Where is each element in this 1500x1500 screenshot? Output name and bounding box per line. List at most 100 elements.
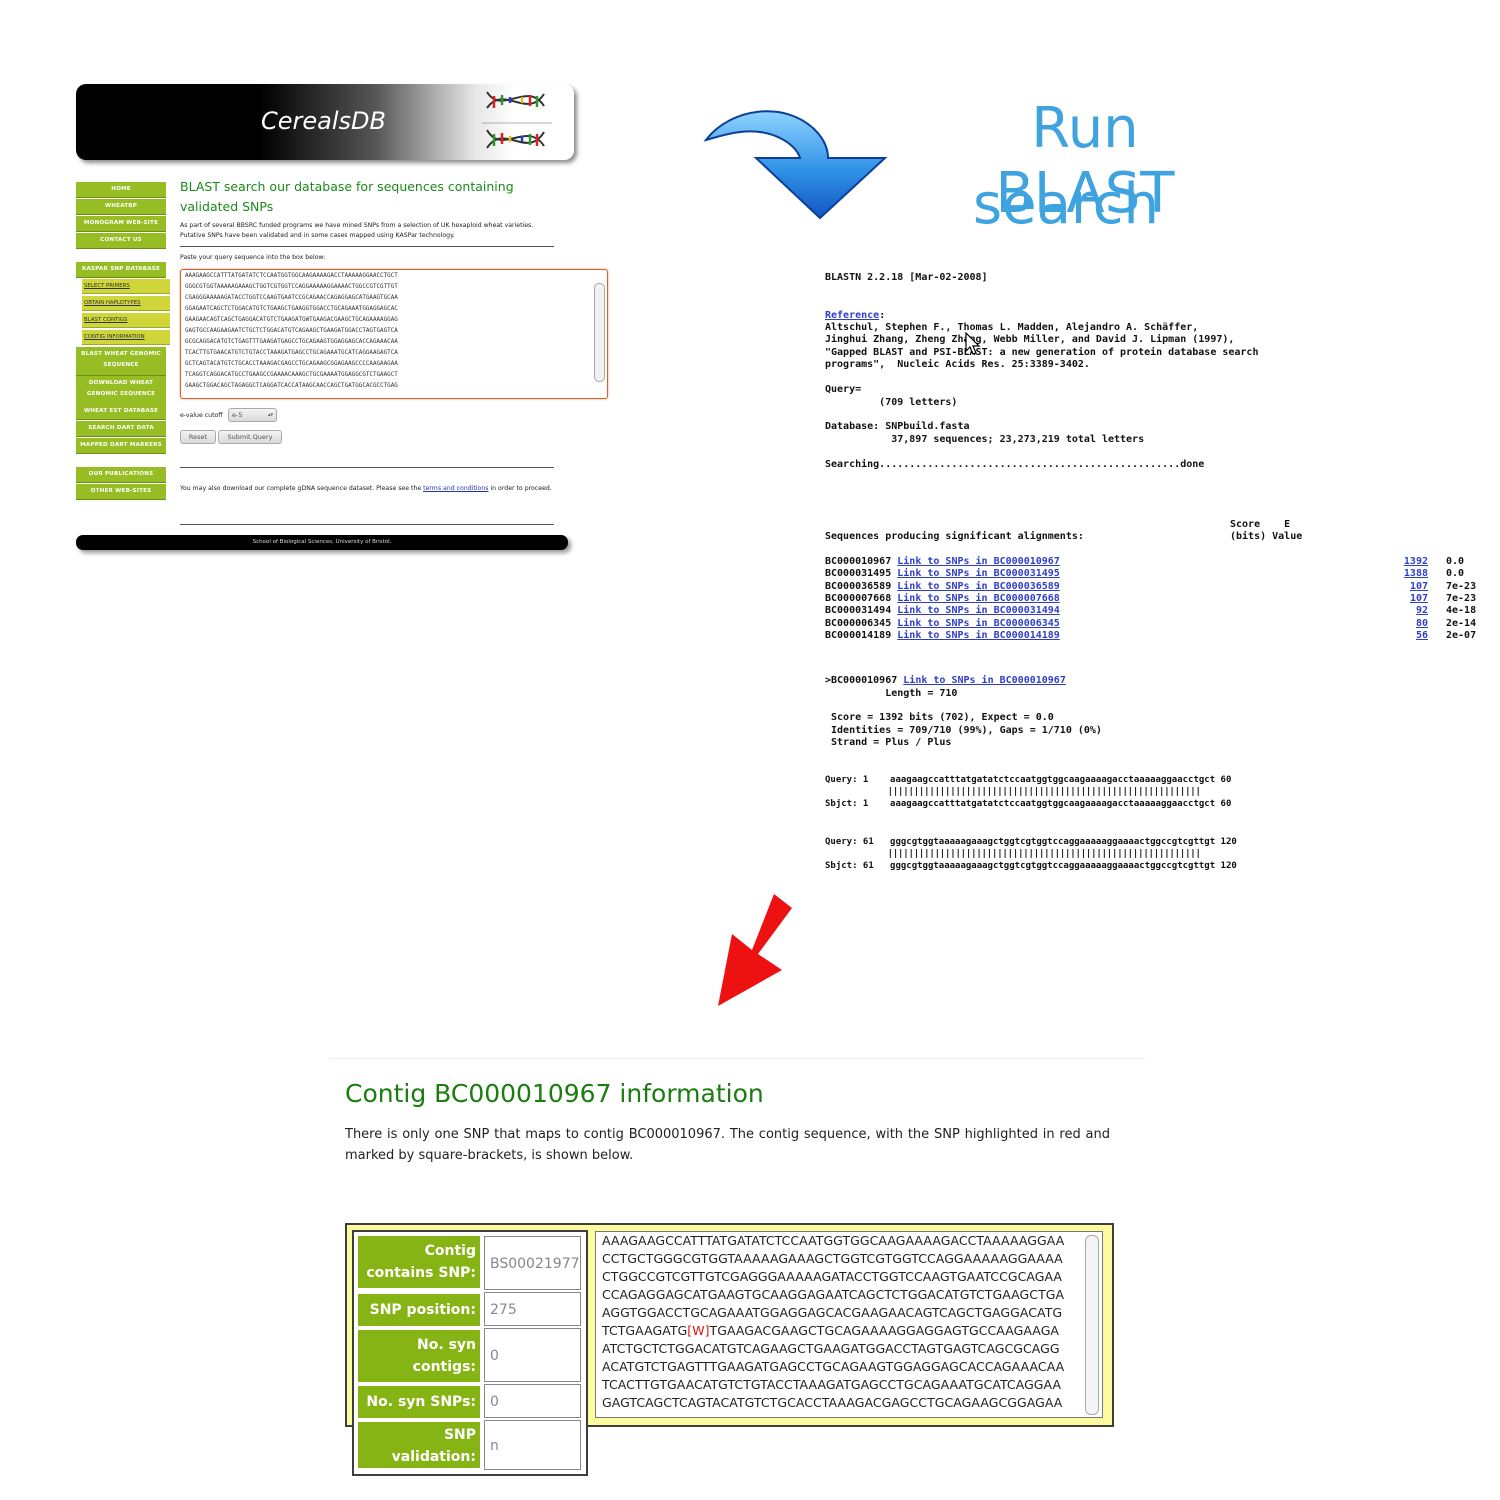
contig-sequence-box[interactable]: AAAGAAGCCATTTATGATATCTCCAATGGTGGCAAGAAAA…	[595, 1231, 1103, 1418]
query-line: AAAGAAGCCATTTATGATATCTCCAATGGTGGCAAGAAAA…	[185, 273, 398, 279]
query-line: GGAGAATCAGCTCTGGACATGTCTGAAGCTGAAGGTGGAC…	[185, 306, 398, 312]
hit-score: 92	[1380, 605, 1428, 616]
snp-info-table: Contig contains SNP: BS00021977 SNP posi…	[352, 1230, 588, 1476]
terms-link[interactable]: terms and conditions	[423, 485, 489, 492]
hit-link[interactable]: Link to SNPs in BC000006345	[897, 618, 1060, 629]
hit-score-link[interactable]: 107	[1409, 581, 1428, 592]
hit-link[interactable]: Link to SNPs in BC000010967	[897, 556, 1060, 567]
value-no-syn-snps: 0	[484, 1384, 581, 1418]
subnav-select-primers[interactable]: SELECT PRIMERS	[82, 279, 170, 294]
nav-kaspar-snp-database[interactable]: KASPAR SNP DATABASE	[76, 262, 166, 278]
nav-contact[interactable]: CONTACT US	[76, 233, 166, 249]
label-no-syn-contigs: No. syn contigs:	[358, 1330, 480, 1382]
reference-text: Jinghui Zhang, Zheng Zhang, Webb Miller,…	[825, 334, 1235, 345]
alignment-score: Score = 1392 bits (702), Expect = 0.0	[825, 712, 1054, 723]
query-line: GAAGAACAGTCAGCTGAGGACATGTCTGAAGATGWTGAAG…	[185, 317, 398, 323]
evalue-value: e-5	[232, 411, 243, 419]
download-text-after: in order to proceed.	[490, 485, 552, 492]
hit-score-link[interactable]: 1388	[1403, 568, 1428, 579]
hit-row: BC000031495 Link to SNPs in BC000031495	[825, 568, 1060, 579]
hit-link[interactable]: Link to SNPs in BC000036589	[897, 581, 1060, 592]
divider	[180, 524, 554, 525]
nav-publications[interactable]: OUR PUBLICATIONS	[76, 467, 166, 483]
step-title-line1: Run BLAST	[995, 96, 1175, 226]
hit-link[interactable]: Link to SNPs in BC000007668	[897, 593, 1060, 604]
subnav-blast-contigs[interactable]: BLAST CONTIGS	[82, 313, 170, 328]
query-line: GAGTGCCAAGAAGAATCTGCTCTGGACATGTCAGAAGCTG…	[185, 328, 398, 334]
query-line: TCACTTGTGAACATGTCTGTACCTAAAGATGAGCCTGCAG…	[185, 350, 398, 356]
nav-blast-wheat-genomic[interactable]: BLAST WHEAT GENOMIC SEQUENCE	[76, 347, 166, 376]
reset-button[interactable]: Reset	[180, 430, 216, 444]
hit-link[interactable]: Link to SNPs in BC000031494	[897, 605, 1060, 616]
hit-row: BC000036589 Link to SNPs in BC000036589	[825, 581, 1060, 592]
value-snp-position: 275	[484, 1292, 581, 1326]
blast-version: BLASTN 2.2.18 [Mar-02-2008]	[825, 272, 988, 283]
subnav-obtain-haplotypes[interactable]: OBTAIN HAPLOTYPES	[82, 296, 170, 311]
hit-score-link[interactable]: 1392	[1403, 556, 1428, 567]
sequence-line: AAAGAAGCCATTTATGATATCTCCAATGGTGGCAAGAAAA…	[602, 1233, 1065, 1248]
sequence-line: TCACTTGTGAACATGTCTGTACCTAAAGATGAGCCTGCAG…	[602, 1377, 1062, 1392]
query-line: TCAGGTCAGGACATGCCTGAAGCCGAAAACAAAGCTGCGA…	[185, 372, 398, 378]
nav-search-dart[interactable]: SEARCH DART DATA	[76, 421, 166, 437]
hit-score-link[interactable]: 56	[1415, 630, 1428, 641]
submit-query-button[interactable]: Submit Query	[218, 430, 282, 444]
alignment-strand: Strand = Plus / Plus	[825, 737, 952, 748]
textarea-scrollbar[interactable]	[594, 283, 605, 382]
hit-score-link[interactable]: 80	[1415, 618, 1428, 629]
hit-evalue: 0.0	[1446, 568, 1465, 579]
hit-row: BC000007668 Link to SNPs in BC000007668	[825, 593, 1060, 604]
hit-evalue: 0.0	[1446, 556, 1465, 567]
database-stats: 37,897 sequences; 23,273,219 total lette…	[825, 434, 1145, 445]
query-line: GCTCAGTACATGTCTGCACCTAAAGACGAGCCTGCAGAAG…	[185, 361, 398, 367]
hit-link[interactable]: Link to SNPs in BC000031495	[897, 568, 1060, 579]
hit-score-link[interactable]: 107	[1409, 593, 1428, 604]
hit-id: BC000010967	[825, 556, 892, 567]
nav-other-websites[interactable]: OTHER WEB-SITES	[76, 484, 166, 500]
nav-monogram[interactable]: MONOGRAM WEB-SITE	[76, 216, 166, 232]
contig-title: Contig BC000010967 information	[345, 1079, 764, 1108]
sequence-scrollbar[interactable]	[1085, 1235, 1099, 1415]
sequence-line: ATCTGCTCTGGACATGTCAGAAGCTGAAGATGGACCTAGT…	[602, 1341, 1060, 1356]
subnav-contig-information[interactable]: CONTIG INFORMATION	[82, 330, 170, 345]
nav-home[interactable]: HOME	[76, 182, 166, 198]
sequence-line: CTGGCCGTCGTTGTCGAGGGAAAAAGATACCTGGTCCAAG…	[602, 1269, 1063, 1284]
alignment-identities: Identities = 709/710 (99%), Gaps = 1/710…	[825, 725, 1102, 736]
query-sequence-textarea[interactable]: AAAGAAGCCATTTATGATATCTCCAATGGTGGCAAGAAAA…	[180, 269, 608, 399]
hit-link[interactable]: Link to SNPs in BC000014189	[897, 630, 1060, 641]
hit-score-link[interactable]: 92	[1415, 605, 1428, 616]
evalue-select[interactable]: e-5 ▴▾	[228, 408, 277, 422]
alignment-link[interactable]: Link to SNPs in BC000010967	[903, 675, 1066, 686]
hit-score: 107	[1380, 581, 1428, 592]
hit-evalue: 4e-18	[1446, 605, 1477, 616]
paste-label: Paste your query sequence into the box b…	[180, 254, 326, 261]
alignment-length: Length = 710	[825, 688, 958, 699]
value-contig-contains-snp: BS00021977	[484, 1236, 581, 1290]
nav-wheatbp[interactable]: WHEATBP	[76, 199, 166, 215]
hit-evalue: 7e-23	[1446, 593, 1477, 604]
hit-id: BC000007668	[825, 593, 892, 604]
reference-text: programs", Nucleic Acids Res. 25:3389-34…	[825, 359, 1090, 370]
nav-wheat-est[interactable]: WHEAT EST DATABASE	[76, 404, 166, 420]
hit-score: 56	[1380, 630, 1428, 641]
step-title-line2: search	[972, 172, 1160, 237]
reference-link[interactable]: Reference	[825, 310, 880, 321]
sequence-fragment: TCTGAAGATG	[602, 1323, 688, 1338]
hit-id: BC000031495	[825, 568, 892, 579]
label-snp-validation: SNP validation:	[358, 1422, 480, 1468]
label-snp-position: SNP position:	[358, 1294, 480, 1326]
value-no-syn-contigs: 0	[484, 1328, 581, 1382]
nav-mapped-dart[interactable]: MAPPED DART MARKERS	[76, 438, 166, 454]
label-no-syn-snps: No. syn SNPs:	[358, 1386, 480, 1418]
hit-id: BC000031494	[825, 605, 892, 616]
sequence-line-with-snp: TCTGAAGATG[W]TGAAGACGAAGCTGCAGAAAAGGAGGA…	[602, 1323, 1059, 1338]
query-label: Query=	[825, 384, 862, 395]
hit-id: BC000006345	[825, 618, 892, 629]
cerealsdb-banner: CerealsDB	[76, 84, 574, 160]
curved-arrow-icon	[703, 110, 888, 220]
producing-alignments-label: Sequences producing significant alignmen…	[825, 531, 1084, 542]
alignment-query: Query: 61 gggcgtggtaaaaagaaagctggtcgtggt…	[825, 837, 1237, 847]
red-arrow-icon	[718, 894, 792, 1006]
nav-download-wheat-genomic[interactable]: DOWNLOAD WHEAT GENOMIC SEQUENCE	[76, 376, 166, 405]
query-line: GCGCAGGACATGTCTGAGTTTGAAGATGAGCCTGCAGAAG…	[185, 339, 398, 345]
query-line: GAAGCTGGACAGCTAGAGGCTCAGGATCACCATAAGCAAC…	[185, 383, 398, 389]
